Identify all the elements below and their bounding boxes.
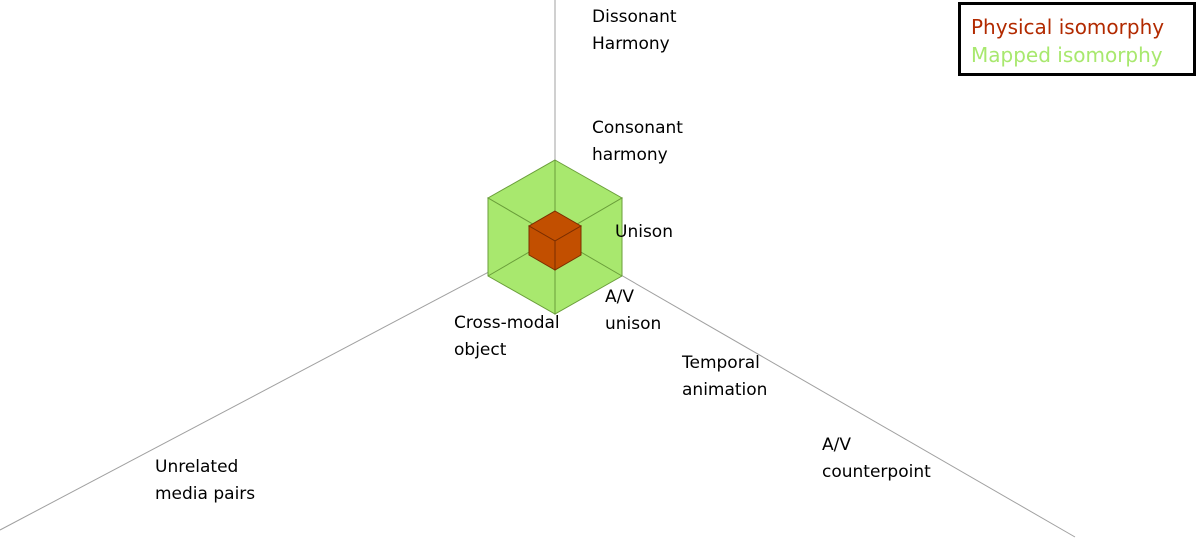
label-line: Consonant [592,118,683,138]
label-line: Unrelated [155,457,239,477]
label-line: Temporal [682,353,760,373]
physical-isomorphy-cube [527,210,583,271]
axis-label-unison: Unison [615,219,673,246]
legend-item-physical-isomorphy: Physical isomorphy [971,15,1165,39]
label-line: Dissonant [592,7,677,27]
axis-label-temporal-animation: Temporal animation [682,350,767,404]
axis-label-unrelated-media-pairs: Unrelated media pairs [155,454,255,508]
right-axis [554,236,1076,538]
label-line: A/V [605,287,634,307]
axis-label-av-counterpoint: A/V counterpoint [822,432,931,486]
label-line: counterpoint [822,462,931,482]
left-axis [0,236,556,531]
mapped-isomorphy-cube [486,159,624,315]
label-line: A/V [822,435,851,455]
axis-label-consonant-harmony: Consonant harmony [592,115,683,169]
label-line: animation [682,380,768,400]
label-line: media pairs [155,484,256,504]
label-line: Cross-modal [454,313,560,333]
physical-cube-face [554,225,582,271]
label-line: Harmony [592,34,670,54]
axis-label-dissonant-harmony: Dissonant Harmony [592,4,677,58]
axis-label-cross-modal-object: Cross-modal object [454,310,560,364]
label-line: harmony [592,145,668,165]
label-line: object [454,340,507,360]
legend: Physical isomorphy Mapped isomorphy [958,2,1196,76]
label-line: unison [605,314,662,334]
legend-item-mapped-isomorphy: Mapped isomorphy [971,43,1163,67]
axis-label-av-unison: A/V unison [605,284,661,338]
label-line: Unison [615,222,673,242]
